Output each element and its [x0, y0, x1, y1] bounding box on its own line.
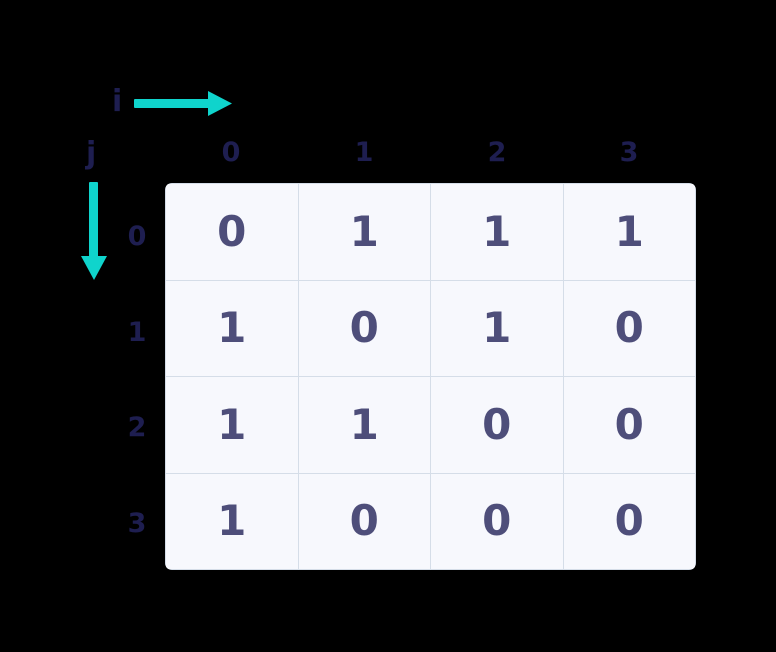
column-header-1: 1: [354, 137, 374, 168]
matrix-cell-0-3[interactable]: 1: [563, 184, 695, 280]
matrix-cell-0-1[interactable]: 1: [298, 184, 430, 280]
matrix-cell-3-3[interactable]: 0: [563, 473, 695, 569]
column-header-0: 0: [221, 137, 241, 168]
matrix-cell-2-0[interactable]: 1: [166, 377, 298, 473]
right-arrow-icon: [134, 91, 232, 116]
matrix-cell-3-1[interactable]: 0: [298, 473, 430, 569]
matrix-cell-3-0[interactable]: 1: [166, 473, 298, 569]
matrix-cell-0-2[interactable]: 1: [431, 184, 563, 280]
down-arrow-icon: [81, 182, 107, 280]
row-header-3: 3: [127, 508, 147, 539]
axis-label-j: j: [86, 136, 97, 171]
column-header-2: 2: [487, 137, 507, 168]
matrix-grid: 0 1 1 1 1 0 1 0 1 1 0 0 1 0 0 0: [165, 183, 696, 570]
row-header-2: 2: [127, 412, 147, 443]
row-header-1: 1: [127, 317, 147, 348]
matrix-cell-1-0[interactable]: 1: [166, 280, 298, 376]
matrix-cell-2-3[interactable]: 0: [563, 377, 695, 473]
matrix-cell-3-2[interactable]: 0: [431, 473, 563, 569]
row-header-0: 0: [127, 221, 147, 252]
column-header-3: 3: [619, 137, 639, 168]
matrix-cell-2-1[interactable]: 1: [298, 377, 430, 473]
matrix-cell-2-2[interactable]: 0: [431, 377, 563, 473]
matrix-cell-0-0[interactable]: 0: [166, 184, 298, 280]
matrix-cell-1-2[interactable]: 1: [431, 280, 563, 376]
matrix-cell-1-3[interactable]: 0: [563, 280, 695, 376]
matrix-cell-1-1[interactable]: 0: [298, 280, 430, 376]
axis-label-i: i: [112, 84, 123, 119]
